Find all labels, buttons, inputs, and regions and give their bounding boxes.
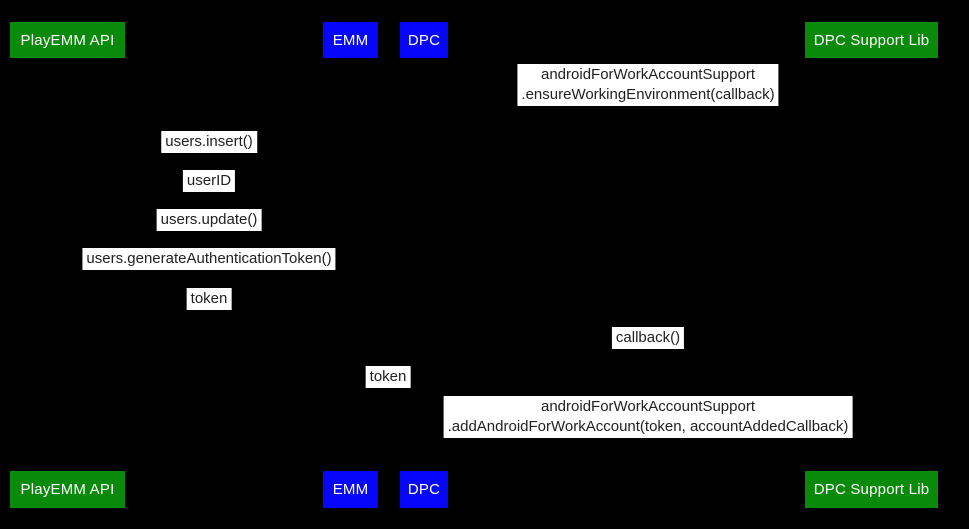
message-line-2: .addAndroidForWorkAccount(token, account… [447,418,849,435]
message-users-update: users.update() [156,209,262,231]
message-callback: callback() [611,327,685,349]
participant-playemm-api-top: PlayEMM API [10,22,125,58]
message-line-1: androidForWorkAccountSupport [541,398,755,415]
participant-dpc-top: DPC [400,22,448,58]
message-users-insert: users.insert() [161,131,257,153]
participant-emm-bottom: EMM [323,471,378,508]
message-add-android-for-work-account: androidForWorkAccountSupport .addAndroid… [443,396,853,438]
message-user-id: userID [182,170,236,192]
participant-dpc-support-lib-top: DPC Support Lib [805,22,938,58]
message-generate-authentication-token: users.generateAuthenticationToken() [82,248,336,270]
participant-dpc-bottom: DPC [400,471,448,508]
message-line-2: .ensureWorkingEnvironment(callback) [521,86,775,103]
participant-emm-top: EMM [323,22,378,58]
participant-dpc-support-lib-bottom: DPC Support Lib [805,471,938,508]
message-line-1: androidForWorkAccountSupport [540,66,755,83]
message-token-to-dpc: token [365,366,411,388]
message-token-to-emm: token [186,288,232,310]
participant-playemm-api-bottom: PlayEMM API [10,471,125,508]
message-ensure-working-environment: androidForWorkAccountSupport .ensureWork… [517,64,779,106]
